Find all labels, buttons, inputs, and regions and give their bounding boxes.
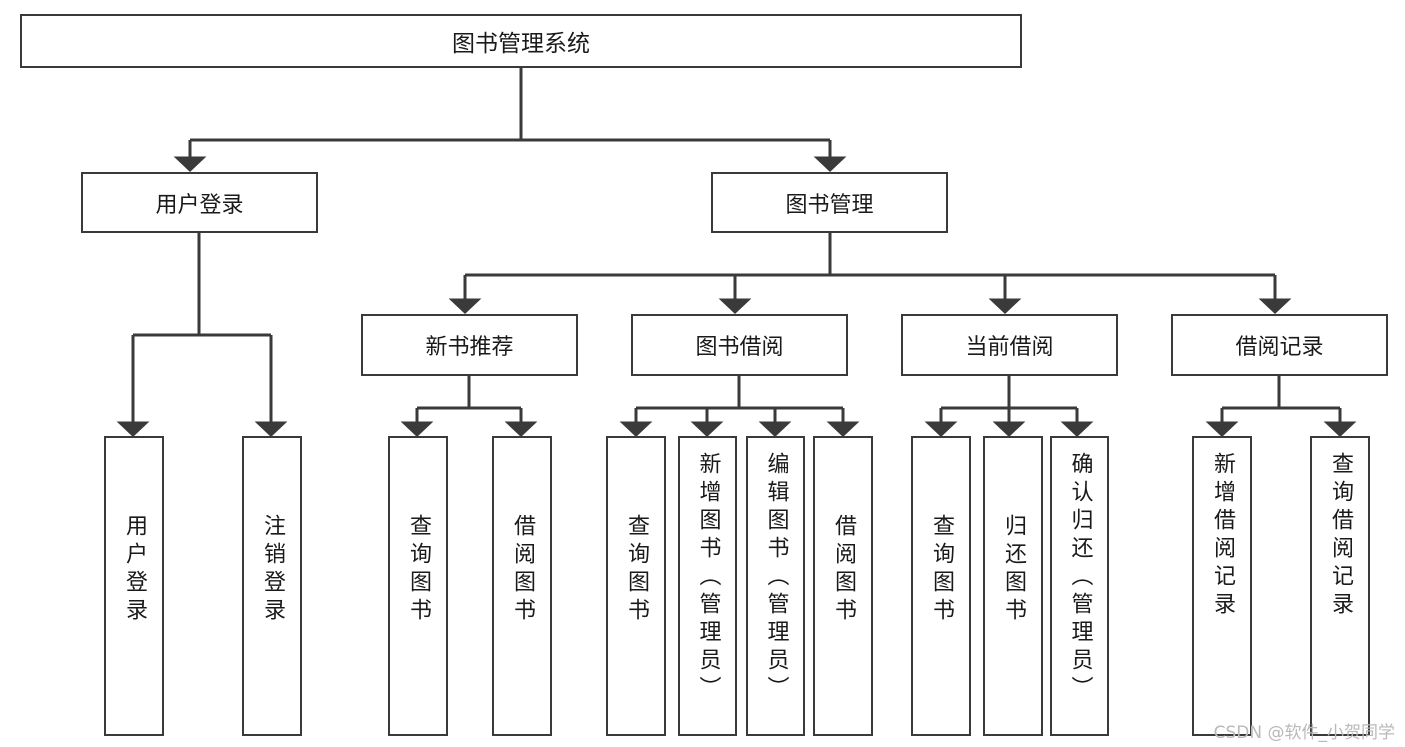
node-user-login[interactable]: 用户登录 [81,172,318,233]
node-label: 图书借阅 [695,335,784,360]
leaf-label: 编辑图书（管理员） [763,452,789,704]
leaf-edit-book-admin[interactable]: 编辑图书（管理员） [746,436,805,736]
leaf-borrow-book[interactable]: 借阅图书 [813,436,873,736]
leaf-label: 查询图书 [929,514,954,626]
leaf-user-login[interactable]: 用户登录 [104,436,164,736]
node-new-book-recommend[interactable]: 新书推荐 [361,314,578,376]
node-root-system[interactable]: 图书管理系统 [20,14,1022,68]
leaf-borrow-book-recommend[interactable]: 借阅图书 [492,436,552,736]
leaf-query-book-recommend[interactable]: 查询图书 [388,436,448,736]
leaf-return-book[interactable]: 归还图书 [983,436,1043,736]
leaf-label: 借阅图书 [510,514,535,626]
leaf-query-book-borrow[interactable]: 查询图书 [606,436,666,736]
node-label: 新书推荐 [425,335,514,360]
leaf-add-borrow-record[interactable]: 新增借阅记录 [1192,436,1252,736]
node-label: 用户登录 [155,192,244,218]
node-label: 图书管理 [785,192,874,218]
leaf-label: 借阅图书 [831,514,856,626]
leaf-label: 注销登录 [260,514,285,626]
leaf-confirm-return-admin[interactable]: 确认归还（管理员） [1050,436,1109,736]
leaf-query-book-current[interactable]: 查询图书 [911,436,971,736]
leaf-label: 归还图书 [1001,514,1026,626]
leaf-add-book-admin[interactable]: 新增图书（管理员） [678,436,737,736]
leaf-label: 确认归还（管理员） [1067,452,1093,704]
leaf-logout[interactable]: 注销登录 [242,436,302,736]
node-book-borrow[interactable]: 图书借阅 [631,314,848,376]
node-label: 借阅记录 [1235,335,1324,360]
node-current-borrow[interactable]: 当前借阅 [901,314,1118,376]
leaf-label: 查询借阅记录 [1328,452,1353,620]
leaf-label: 新增借阅记录 [1210,452,1235,620]
leaf-query-borrow-record[interactable]: 查询借阅记录 [1310,436,1370,736]
node-book-management[interactable]: 图书管理 [711,172,948,233]
node-label: 当前借阅 [965,335,1054,360]
leaf-label: 新增图书（管理员） [695,452,721,704]
leaf-label: 查询图书 [624,514,649,626]
leaf-label: 用户登录 [122,514,147,626]
node-borrow-record[interactable]: 借阅记录 [1171,314,1388,376]
leaf-label: 查询图书 [406,514,431,626]
node-label: 图书管理系统 [452,31,590,57]
